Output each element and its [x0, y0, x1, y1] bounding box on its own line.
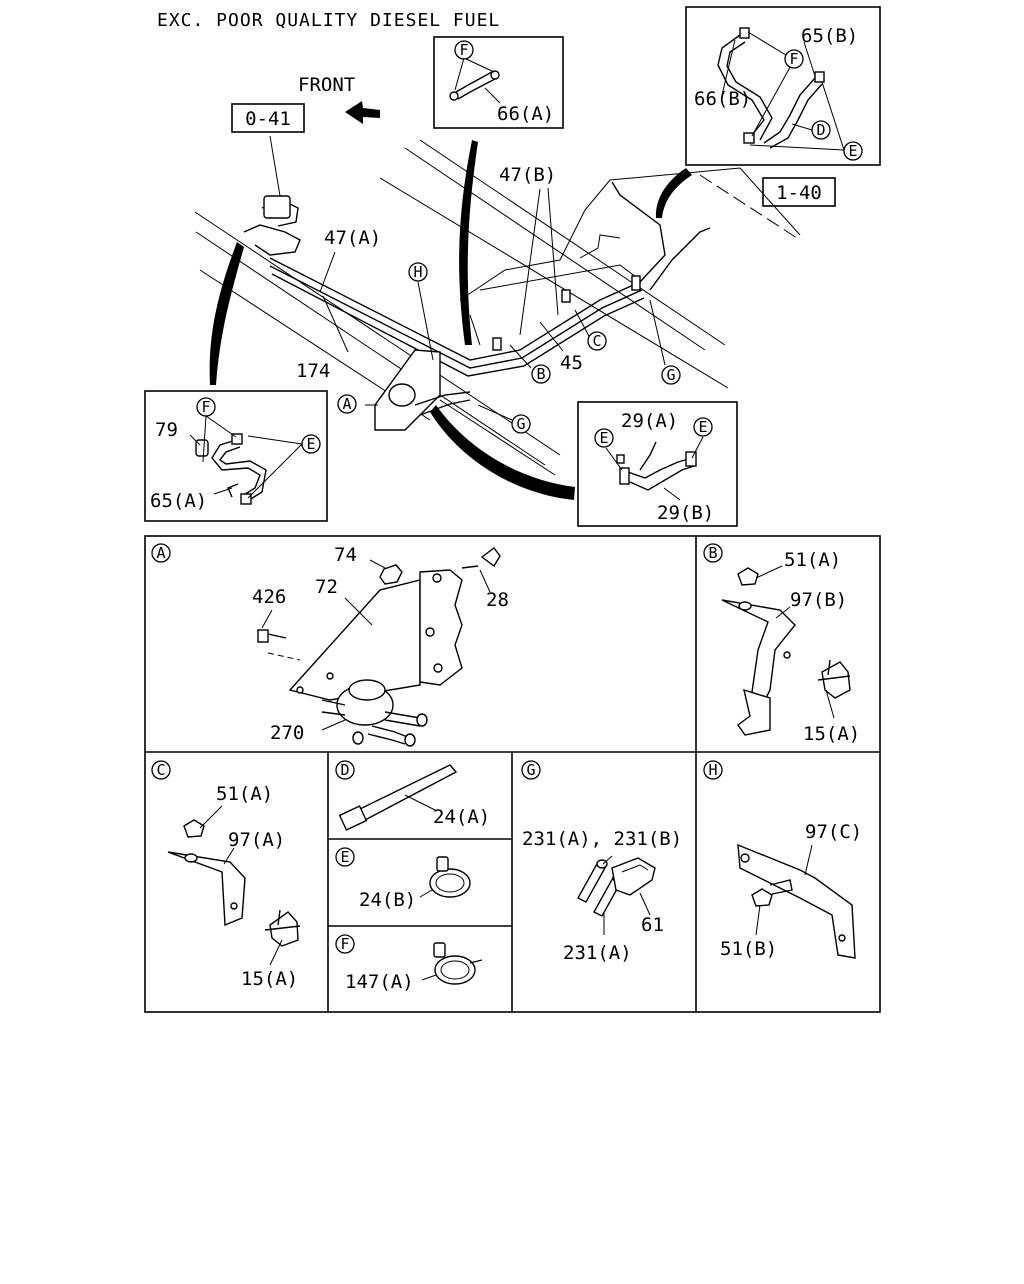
svg-text:C: C [592, 332, 601, 350]
callout-b[interactable]: B [531, 364, 551, 384]
detail-cell-e: E 24(B) [335, 847, 471, 911]
svg-text:A: A [156, 544, 165, 562]
svg-text:A: A [342, 395, 351, 413]
callout-f[interactable]: F [784, 49, 804, 69]
svg-text:E: E [340, 848, 349, 866]
label-51a: 51(A) [784, 549, 841, 571]
label-174: 174 [296, 360, 330, 382]
callout-c[interactable]: C [587, 331, 607, 351]
svg-text:H: H [708, 761, 717, 779]
svg-text:G: G [666, 366, 675, 384]
label-66a: 66(A) [497, 103, 554, 125]
callout-e[interactable]: E [301, 434, 321, 454]
label-270: 270 [270, 722, 304, 744]
detail-cell-a: A 74 72 426 28 270 [151, 543, 509, 747]
svg-text:E: E [698, 418, 707, 436]
svg-text:H: H [413, 263, 422, 281]
svg-text:F: F [201, 398, 210, 416]
label-231a: 231(A) [563, 942, 632, 964]
label-29b: 29(B) [657, 502, 714, 524]
reference-box-0-41[interactable]: 0-41 [231, 103, 305, 133]
callout-e[interactable]: E [843, 141, 863, 161]
label-79: 79 [155, 419, 178, 441]
callout-d[interactable]: D [811, 120, 831, 140]
label-97b: 97(B) [790, 589, 847, 611]
detail-cell-g: G 231(A), 231(B) 61 231(A) [521, 760, 682, 964]
label-231a-231b: 231(A), 231(B) [522, 828, 682, 850]
detail-cell-h: H 97(C) 51(B) [703, 760, 862, 960]
label-24a: 24(A) [433, 806, 490, 828]
label-47b: 47(B) [499, 164, 556, 186]
label-72: 72 [315, 576, 338, 598]
svg-text:F: F [340, 935, 349, 953]
svg-text:C: C [156, 761, 165, 779]
label-147a: 147(A) [345, 971, 414, 993]
label-65a: 65(A) [150, 490, 207, 512]
cell-tag-f: F [335, 934, 355, 954]
label-45: 45 [560, 352, 583, 374]
svg-text:D: D [816, 121, 825, 139]
inset-hose-29: E E 29(A) 29(B) [577, 401, 738, 527]
reference-label: 0-41 [245, 108, 291, 130]
label-51a: 51(A) [216, 783, 273, 805]
callout-e-left[interactable]: E [594, 428, 614, 448]
reference-box-1-40[interactable]: 1-40 [762, 177, 836, 207]
inset-hose-65a: F E 79 65(A) [144, 390, 328, 522]
svg-text:G: G [526, 761, 535, 779]
cell-tag-b: B [703, 543, 723, 563]
label-51b: 51(B) [720, 938, 777, 960]
detail-grid-frame [144, 535, 881, 1013]
cell-tag-h: H [703, 760, 723, 780]
inset-hose-66a: F 66(A) [433, 36, 564, 129]
label-47a: 47(A) [324, 227, 381, 249]
svg-text:E: E [306, 435, 315, 453]
label-61: 61 [641, 914, 664, 936]
cell-tag-g: G [521, 760, 541, 780]
detail-cell-b: B 51(A) 97(B) 15(A) [703, 543, 860, 745]
label-426: 426 [252, 586, 286, 608]
label-97c: 97(C) [805, 821, 862, 843]
svg-text:E: E [599, 429, 608, 447]
svg-text:F: F [459, 41, 468, 59]
svg-text:D: D [340, 761, 349, 779]
diagram-title: EXC. POOR QUALITY DIESEL FUEL [157, 10, 500, 31]
callout-f[interactable]: F [454, 40, 474, 60]
label-24b: 24(B) [359, 889, 416, 911]
main-assembly-drawing [194, 135, 801, 500]
reference-label: 1-40 [776, 182, 822, 204]
label-97a: 97(A) [228, 829, 285, 851]
callout-a[interactable]: A [337, 394, 357, 414]
cell-tag-c: C [151, 760, 171, 780]
svg-text:E: E [848, 142, 857, 160]
label-29a: 29(A) [621, 410, 678, 432]
callout-g-left[interactable]: G [511, 414, 531, 434]
label-15a: 15(A) [803, 723, 860, 745]
label-74: 74 [334, 544, 357, 566]
svg-text:B: B [536, 365, 545, 383]
front-label: FRONT [298, 74, 355, 96]
label-15a: 15(A) [241, 968, 298, 990]
label-66b: 66(B) [694, 88, 751, 110]
detail-cell-c: C 51(A) 97(A) 15(A) [151, 760, 301, 990]
svg-text:G: G [516, 415, 525, 433]
label-65b: 65(B) [801, 25, 858, 47]
cell-tag-a: A [151, 543, 171, 563]
callout-f[interactable]: F [196, 397, 216, 417]
cell-tag-e: E [335, 847, 355, 867]
front-arrow-icon [345, 101, 380, 124]
svg-text:F: F [789, 50, 798, 68]
callout-h[interactable]: H [408, 262, 428, 282]
detail-cell-f: F 147(A) [335, 934, 483, 993]
callout-e-right[interactable]: E [693, 417, 713, 437]
detail-cell-d: D 24(A) [335, 760, 490, 831]
inset-hose-65b-66b: F D E 65(B) 66(B) [685, 6, 881, 166]
label-28: 28 [486, 589, 509, 611]
svg-text:B: B [708, 544, 717, 562]
callout-g-right[interactable]: G [661, 365, 681, 385]
cell-tag-d: D [335, 760, 355, 780]
